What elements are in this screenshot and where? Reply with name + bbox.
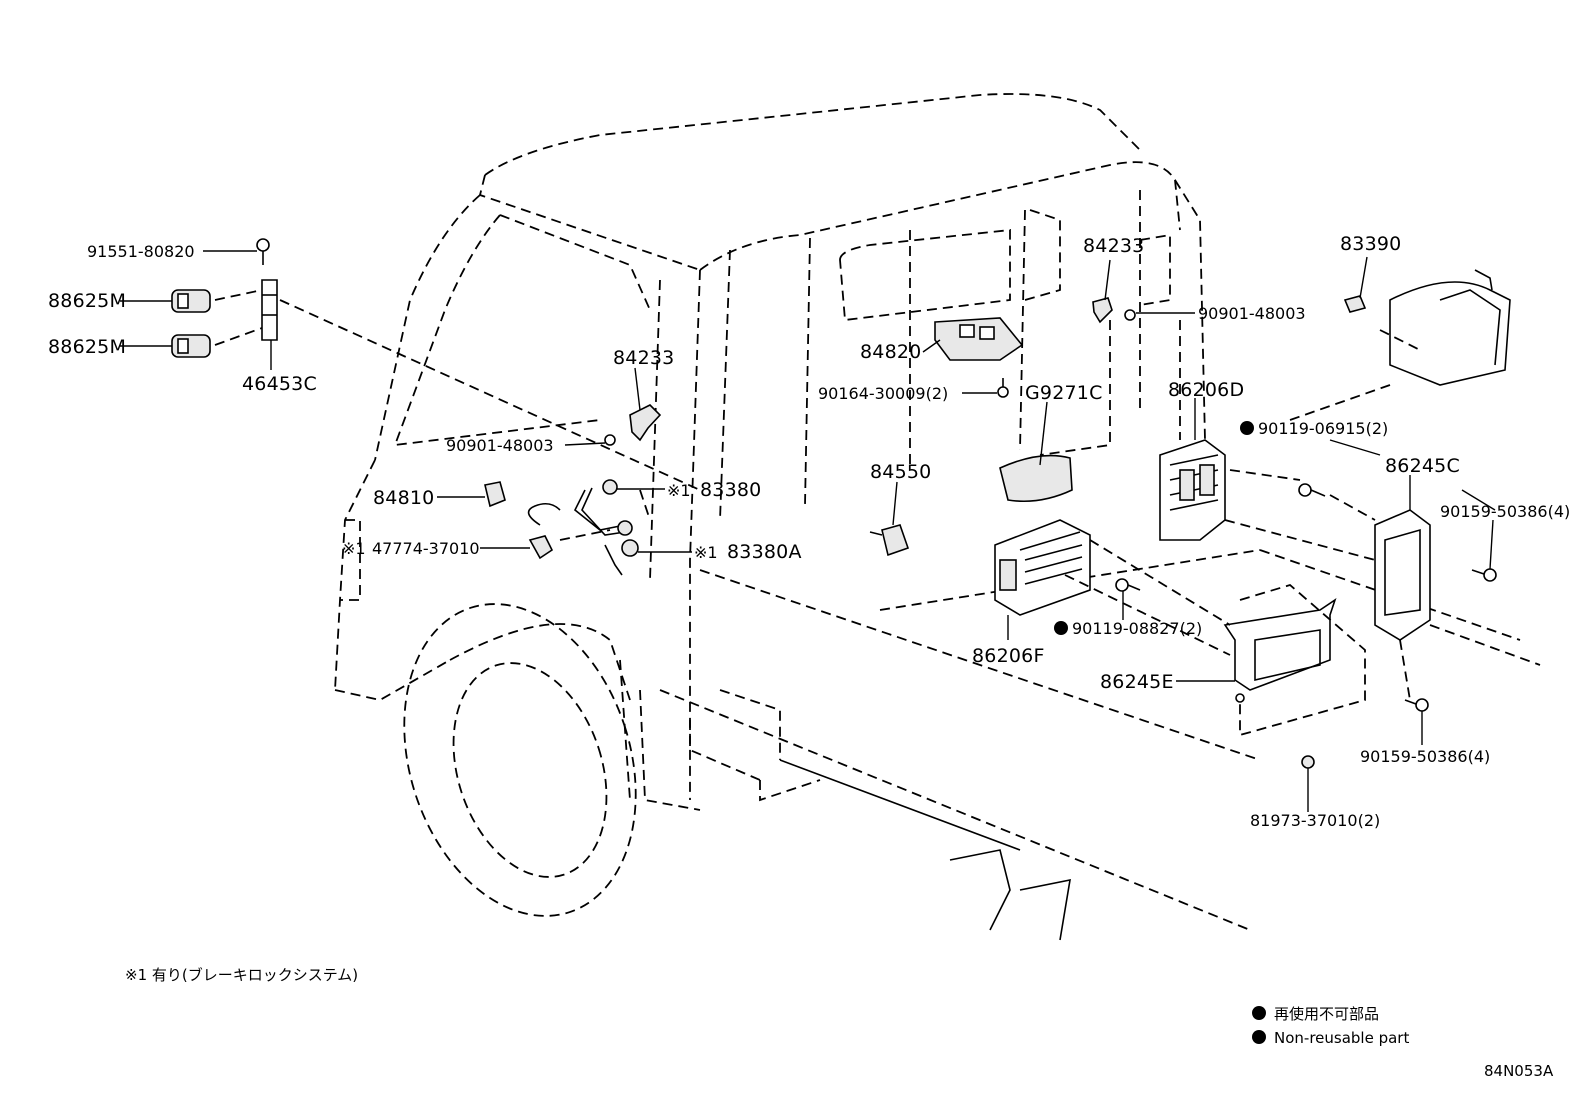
figure-code: 84N053A [1484,1062,1554,1080]
ref-mark-83380: ※1 [667,481,691,500]
label-90159-50386-top: 90159-50386(4) [1440,502,1570,521]
bolt-90159-top [1471,568,1497,582]
label-83380a: 83380A [727,541,802,563]
ecu-86206d [1159,439,1226,541]
clip-86245e [1235,693,1245,703]
switch-panel-84820 [934,317,1024,361]
label-46453c: 46453C [242,373,317,395]
leader-lines [120,250,1496,812]
assembly-lines [214,289,1541,737]
legend-dot-jp [1252,1006,1266,1020]
label-84550: 84550 [870,461,931,483]
sensor-84233-right [1092,297,1136,324]
ref-mark-47774: ※1 [342,539,366,558]
screw-90164 [997,378,1009,398]
label-84820: 84820 [860,341,921,363]
sensor-88625m-lower [171,334,211,358]
label-90119-08827: 90119-08827(2) [1072,619,1202,638]
label-90159-50386-bottom: 90159-50386(4) [1360,747,1490,766]
front-wheel [403,603,637,917]
label-84233-left: 84233 [613,347,674,369]
legend-dot-en [1252,1030,1266,1044]
label-81973-37010: 81973-37010(2) [1250,811,1380,830]
label-90901-48003-left: 90901-48003 [446,436,554,455]
bracket-83390 [1389,269,1511,386]
label-86206d: 86206D [1168,379,1244,401]
ref-mark-83380a: ※1 [694,543,718,562]
label-86206f: 86206F [972,645,1045,667]
non-reusable-dot-90119-06915 [1240,421,1254,435]
bolt-90119-08827 [1115,578,1141,592]
legend-text-en: Non-reusable part [1274,1029,1409,1047]
label-90164-30009: 90164-30009(2) [818,384,948,403]
label-84810: 84810 [373,487,434,509]
sensor-88625m-upper [171,289,211,313]
bolt-90119-06915 [1298,483,1326,497]
sensor-84233-left [604,404,662,446]
switch-83380 [573,479,633,536]
label-86245c: 86245C [1385,455,1460,477]
label-47774-37010: 47774-37010 [372,539,480,558]
label-83390: 83390 [1340,233,1401,255]
bolt-90159-bottom [1404,698,1429,712]
bracket-46453c [261,279,278,341]
bolt-91551 [256,238,270,265]
label-91551-80820: 91551-80820 [87,242,195,261]
label-90119-06915: 90119-06915(2) [1258,419,1388,438]
sensor-47774 [527,502,561,560]
bracket-86245e [1223,598,1337,691]
label-84233-right: 84233 [1083,235,1144,257]
ecu-86206f [994,519,1091,616]
footnote-ref1: ※1 有り(ブレーキロックシステム) [125,966,358,984]
legend-text-jp: 再使用不可部品 [1274,1005,1379,1023]
switch-84550 [869,524,910,557]
switch-84810 [484,481,506,508]
label-90901-48003-right: 90901-48003 [1198,304,1306,323]
label-88625m-lower: 88625M [48,336,126,358]
clip-81973 [1301,755,1315,769]
label-88625m-upper: 88625M [48,290,126,312]
sensor-83390 [1343,295,1367,313]
non-reusable-dot-90119-08827 [1054,621,1068,635]
switch-83380a [604,539,639,576]
label-g9271c: G9271C [1025,382,1103,404]
truck-cab-outline [334,93,1521,941]
label-83380: 83380 [700,479,761,501]
cover-g9271c [999,454,1073,503]
bracket-86245c [1374,509,1431,641]
label-86245e: 86245E [1100,671,1174,693]
